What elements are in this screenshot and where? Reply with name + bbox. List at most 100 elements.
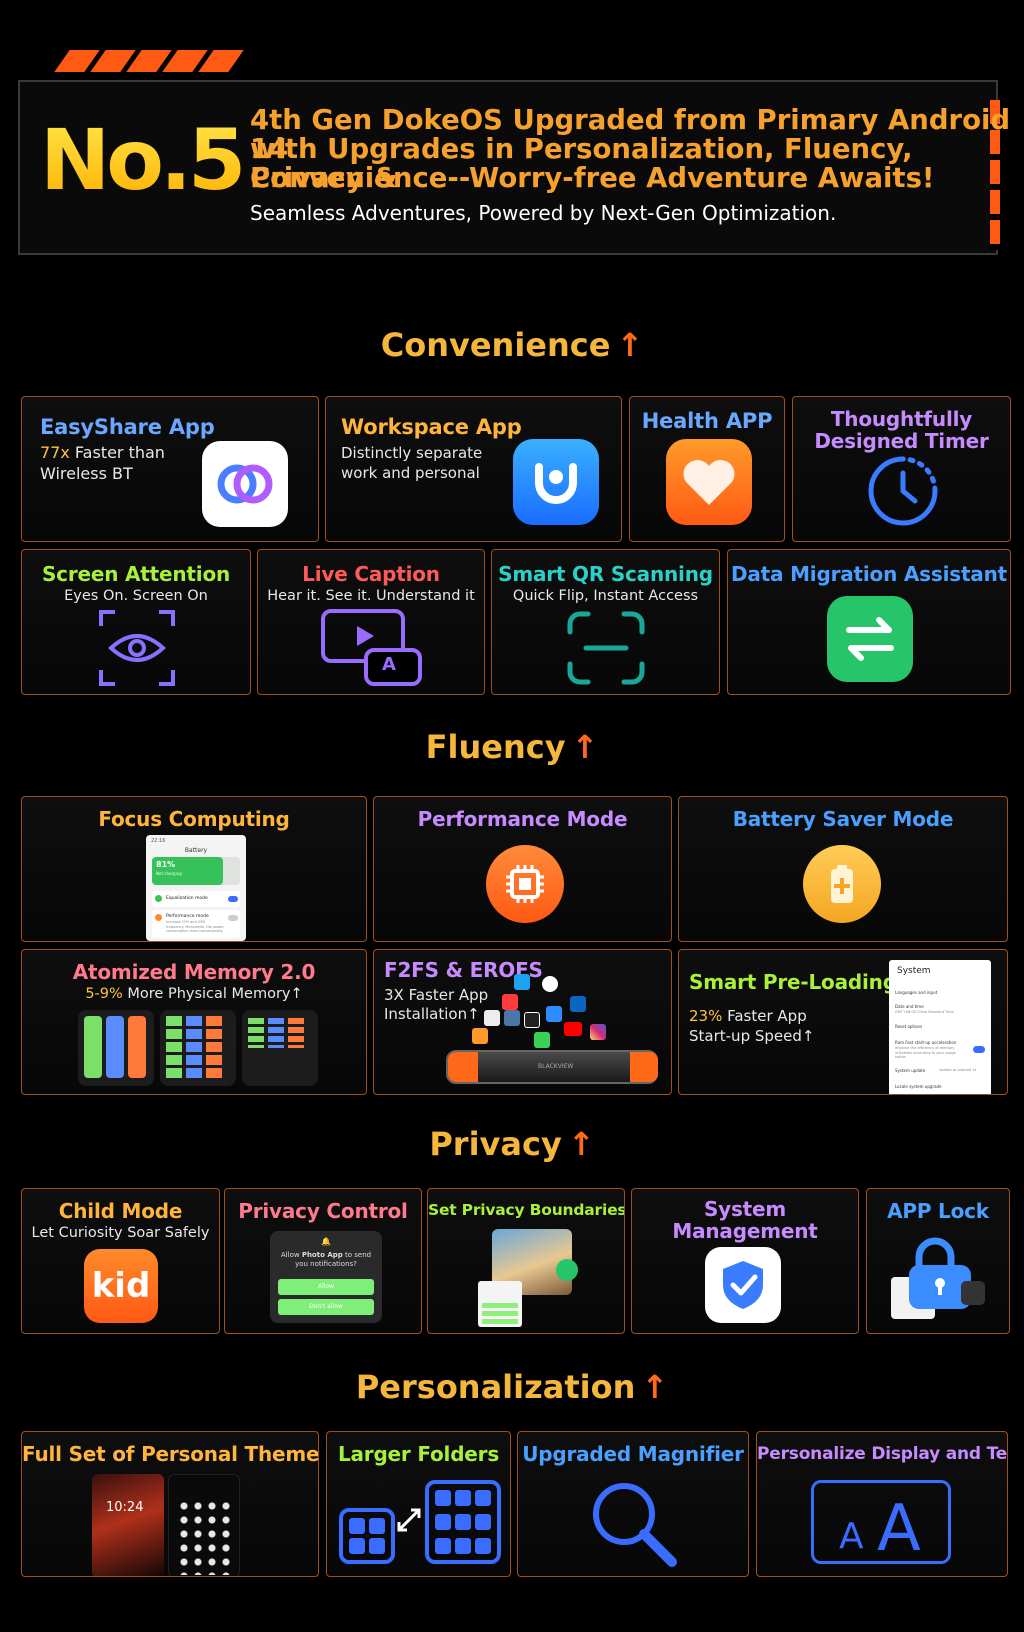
card-f2fs-erofs[interactable]: F2FS & EROFS 3X Faster App Installation↑… — [373, 949, 672, 1095]
system-settings-screenshot: System Languages and input Date and time… — [889, 960, 991, 1094]
card-focus-computing[interactable]: Focus Computing 22:16 Battery 81% Not ch… — [21, 796, 367, 942]
card-line: Quick Flip, Instant Access — [512, 588, 699, 604]
vk-icon — [504, 1010, 520, 1026]
easyshare-app-icon — [202, 441, 288, 527]
card-line: Faster App — [722, 1007, 807, 1025]
tiktok-icon — [524, 1012, 540, 1028]
panel-title: System — [897, 966, 931, 976]
card-title: Battery Saver Mode — [732, 807, 954, 831]
kid-logo-icon: kid — [84, 1249, 158, 1323]
card-title: Live Caption — [302, 562, 440, 586]
folder-icon — [339, 1480, 501, 1564]
toggle-on[interactable] — [228, 896, 238, 902]
lockscreen-clock: 10:24 — [106, 1500, 144, 1515]
hero-title-line1: 4th Gen DokeOS Upgraded from Primary And… — [250, 104, 1011, 165]
card-privacy-control[interactable]: Privacy Control 🔔 Allow Photo App to sen… — [224, 1188, 422, 1334]
panel-item-desc: GMT+08:00 China Standard Time — [895, 1010, 954, 1014]
allow-button[interactable]: Allow — [278, 1279, 374, 1295]
card-line: Distinctly separate — [341, 444, 483, 462]
card-privacy-boundaries[interactable]: Set Privacy Boundaries — [427, 1188, 625, 1334]
card-screen-attention[interactable]: Screen Attention Eyes On. Screen On — [21, 549, 251, 695]
card-personal-theme[interactable]: Full Set of Personal Theme 10:24 — [21, 1431, 319, 1577]
linkedin-icon — [570, 996, 586, 1012]
card-title: Smart QR Scanning — [498, 562, 713, 586]
highlight-value: 23% — [689, 1007, 723, 1025]
deny-button[interactable]: Don't allow — [278, 1299, 374, 1315]
card-title: Focus Computing — [98, 807, 290, 831]
card-battery-saver[interactable]: Battery Saver Mode — [678, 796, 1008, 942]
memory-widget — [242, 1010, 318, 1086]
chip-icon — [486, 845, 564, 923]
permission-dialog — [478, 1281, 522, 1327]
panel-item[interactable]: Reset options — [895, 1024, 923, 1029]
card-performance-mode[interactable]: Performance Mode — [373, 796, 672, 942]
app-icon — [502, 994, 518, 1010]
card-app-lock[interactable]: APP Lock — [866, 1188, 1010, 1334]
toggle-off[interactable] — [228, 915, 238, 921]
camera-icon — [484, 1010, 500, 1026]
card-child-mode[interactable]: Child Mode Let Curiosity Soar Safely kid — [21, 1188, 220, 1334]
card-atomized-memory[interactable]: Atomized Memory 2.0 5-9% More Physical M… — [21, 949, 367, 1095]
panel-item[interactable]: Languages and input — [895, 990, 938, 995]
battery-status: Not charging — [156, 871, 182, 876]
magnifier-icon — [593, 1483, 677, 1567]
card-live-caption[interactable]: Live Caption Hear it. See it. Understand… — [257, 549, 485, 695]
card-smart-qr[interactable]: Smart QR Scanning Quick Flip, Instant Ac… — [491, 549, 720, 695]
phone-time: 22:16 — [151, 838, 166, 844]
panel-item-desc: Improve the efficiency of memory utiliza… — [895, 1046, 956, 1059]
battery-settings-screenshot: 22:16 Battery 81% Not charging Equalizat… — [146, 835, 246, 941]
section-title-convenience: Convenience↑ — [380, 326, 644, 364]
card-title: Full Set of Personal Theme — [22, 1442, 319, 1466]
card-line: Start-up Speed↑ — [689, 1027, 815, 1045]
qr-scan-icon — [567, 611, 645, 685]
device-label: BLACKVIEW — [538, 1063, 574, 1070]
card-title: Management — [672, 1219, 818, 1243]
card-title: Workspace App — [341, 415, 522, 439]
card-smart-preloading[interactable]: Smart Pre-Loading 23% Faster App Start-u… — [678, 949, 1008, 1095]
card-timer[interactable]: Thoughtfully Designed Timer — [792, 396, 1011, 542]
settings-row[interactable]: Equalization mode — [152, 891, 240, 907]
card-title: Designed Timer — [814, 429, 989, 453]
card-title: Personalize Display and Text — [757, 1444, 1008, 1464]
card-line: More Physical Memory↑ — [122, 986, 303, 1002]
card-title: Health APP — [641, 409, 773, 433]
large-a-glyph: A — [877, 1492, 921, 1566]
hero-title-line3: Convenience--Worry-free Adventure Awaits… — [250, 162, 935, 194]
performance-icon — [155, 914, 162, 921]
card-title: Thoughtfully — [830, 407, 973, 431]
leaf-icon — [155, 895, 162, 902]
app-icon — [472, 1028, 488, 1044]
hero-side-stripe — [990, 100, 1000, 250]
panel-item[interactable]: Date and time — [895, 1004, 924, 1009]
rugged-phone-image: BLACKVIEW — [446, 1050, 658, 1084]
card-title: Screen Attention — [41, 562, 231, 586]
workspace-app-icon — [513, 439, 599, 525]
card-easyshare[interactable]: EasyShare App 77x Faster than Wireless B… — [21, 396, 319, 542]
card-line: work and personal — [341, 464, 480, 482]
panel-item[interactable]: Locale system upgrade — [895, 1084, 942, 1089]
card-system-management[interactable]: System Management — [631, 1188, 859, 1334]
card-workspace[interactable]: Workspace App Distinctly separate work a… — [325, 396, 622, 542]
panel-item-desc: Update to Android 14 — [939, 1068, 977, 1072]
theme-homescreen-preview — [168, 1474, 240, 1576]
memory-widget — [78, 1010, 154, 1086]
card-display-text[interactable]: Personalize Display and Text A A — [756, 1431, 1008, 1577]
instagram-icon — [590, 1024, 606, 1040]
card-health[interactable]: Health APP — [629, 396, 785, 542]
panel-item[interactable]: System update — [895, 1068, 926, 1073]
hero-subtitle: Seamless Adventures, Powered by Next-Gen… — [250, 201, 837, 225]
battery-bar-track — [152, 857, 240, 885]
card-line: Let Curiosity Soar Safely — [31, 1225, 210, 1241]
battery-percent: 81% — [156, 860, 176, 869]
highlight-value: 5-9% — [85, 986, 123, 1002]
hero-title-line2: with Upgrades in Personalization, Fluenc… — [250, 133, 913, 194]
bell-icon: 🔔 — [321, 1237, 331, 1246]
panel-item[interactable]: Ram Fast start-up acceleration — [895, 1040, 957, 1045]
card-title: Child Mode — [58, 1199, 183, 1223]
card-larger-folders[interactable]: Larger Folders — [326, 1431, 511, 1577]
settings-row[interactable]: Performance mode Increase CPU and GPU fr… — [152, 910, 240, 938]
card-magnifier[interactable]: Upgraded Magnifier — [517, 1431, 749, 1577]
toggle-on[interactable] — [973, 1046, 985, 1053]
card-title: Smart Pre-Loading — [689, 970, 897, 994]
card-data-migration[interactable]: Data Migration Assistant — [727, 549, 1011, 695]
